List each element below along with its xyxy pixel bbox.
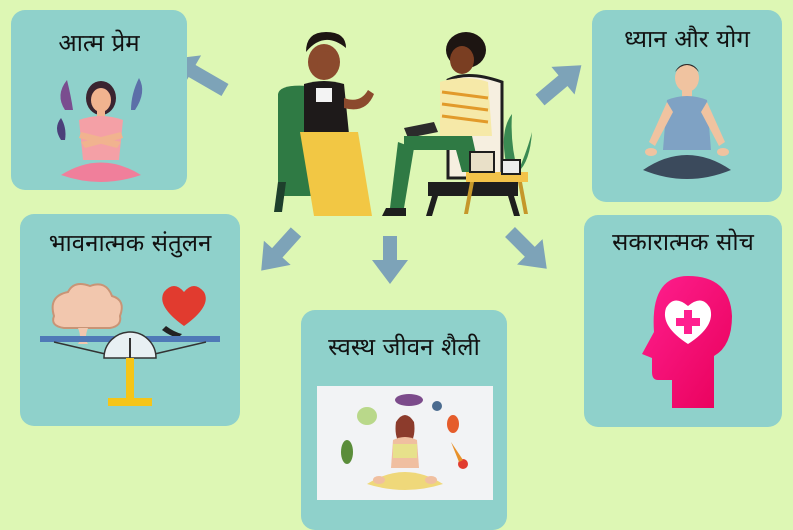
card-title: आत्म प्रेम: [58, 29, 140, 57]
card-positive-thinking: सकारात्मक सोच: [584, 215, 782, 427]
card-title: ध्यान और योग: [624, 25, 750, 53]
card-healthy-lifestyle: स्वस्थ जीवन शैली: [301, 310, 507, 530]
card-emotional-balance: भावनात्मक संतुलन: [20, 214, 240, 426]
arrow-icon: [535, 65, 582, 106]
arrow-icon: [261, 227, 302, 271]
arrow-icon: [372, 236, 408, 284]
counseling-session-illustration: [274, 32, 532, 216]
meditating-man-illustration: [643, 64, 731, 179]
card-meditation-yoga: ध्यान और योग: [592, 10, 782, 202]
pink-head-heart-icon: [642, 276, 732, 408]
healthy-lifestyle-yoga-illustration: [317, 386, 493, 500]
self-love-woman-illustration: [57, 78, 143, 182]
card-title: स्वस्थ जीवन शैली: [328, 333, 480, 361]
arrow-icon: [505, 227, 547, 269]
card-title: सकारात्मक सोच: [612, 228, 754, 256]
card-self-love: आत्म प्रेम: [11, 10, 187, 190]
brain-heart-scale-illustration: [40, 283, 220, 406]
card-title: भावनात्मक संतुलन: [48, 229, 212, 257]
